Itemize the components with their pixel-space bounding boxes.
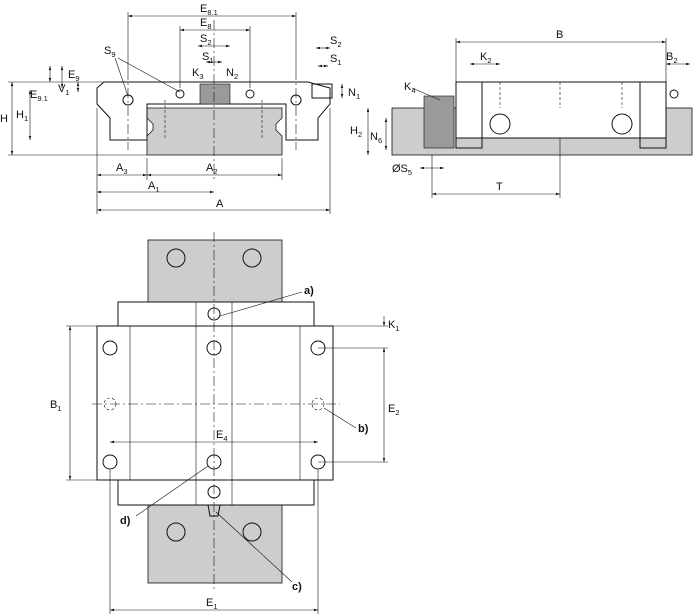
label-e1: E1 [206,597,218,611]
label-b: B [556,29,563,41]
label-s2: S2 [200,33,212,47]
front-center-bore [199,83,231,105]
leader-d [135,465,209,517]
leader-c [215,511,293,583]
side-roller-left [489,113,511,135]
callout-a: a) [304,285,314,297]
label-e8: E8 [200,17,212,31]
rail-hole [242,248,262,268]
front-hole-mid-left [175,89,185,99]
callout-b: b) [358,423,369,435]
label-s9: S9 [104,45,116,59]
leader-s9 [114,57,129,97]
top-view: B1 E2 E4 E1 K1 a) b) c) d) [50,232,400,614]
label-h2: H2 [350,125,362,139]
label-v1: V1 [58,83,70,97]
end-cap-port [207,485,221,499]
label-e91: E9.1 [30,89,48,103]
carriage-hole [102,454,118,470]
label-b1: B1 [50,399,62,413]
top-end-cap-upper [117,301,315,327]
side-roller-right [611,113,633,135]
end-cap-port [207,307,221,321]
rail-hole [242,522,262,542]
label-k1: K1 [388,319,400,333]
top-carriage [96,325,334,481]
label-b2: B2 [666,51,678,65]
label-s1-right: S1 [330,53,342,67]
front-lube-port [311,83,333,99]
label-e2: E2 [388,403,400,417]
front-hole-mid-right [245,89,255,99]
label-n2: N2 [226,67,238,81]
top-end-cap-lower [117,479,315,506]
carriage-hole [206,454,222,470]
label-e4: E4 [216,429,228,443]
leader-b [323,407,357,429]
label-s1: S1 [202,51,214,65]
side-view: B K2 B2 K4 H2 N6 ØS5 T [350,29,693,198]
top-rail-lower [147,504,283,584]
label-a3: A3 [116,162,128,176]
label-h: H [0,113,8,125]
rail-hole [166,248,186,268]
label-a2: A2 [206,162,218,176]
front-rail [146,107,283,156]
label-e9: E9 [68,69,80,83]
label-n6: N6 [370,131,382,145]
label-k2: K2 [480,51,492,65]
label-h1: H1 [16,109,28,123]
label-t: T [496,181,503,193]
side-carriage [455,81,667,139]
grease-nipple [207,504,221,517]
front-view: E8.1 E8 S2 S1 S9 K3 N2 E9 E9.1 V1 H H1 A… [0,3,360,214]
callout-c: c) [292,581,302,593]
label-e81: E8.1 [200,3,218,17]
callout-d: d) [120,515,131,527]
carriage-hidden-hole [103,397,117,411]
rail-hole [166,522,186,542]
leader-k4 [411,87,441,101]
leader-s9 [117,57,181,93]
leader-a [219,291,303,317]
side-lube-nipple [669,89,679,99]
side-end-seal-left [455,81,483,149]
carriage-hole [102,340,118,356]
side-end-seal-right [639,81,667,149]
label-s2-right: S2 [330,35,342,49]
carriage-hidden-hole [311,397,325,411]
label-a: A [216,198,224,210]
carriage-hole [206,340,222,356]
label-k3: K3 [192,67,204,81]
label-n1: N1 [348,87,360,101]
side-cutaway [423,95,455,149]
label-a1: A1 [148,180,160,194]
label-s5: ØS5 [392,163,412,177]
label-k4: K4 [404,81,416,95]
top-rail-upper [147,239,283,303]
